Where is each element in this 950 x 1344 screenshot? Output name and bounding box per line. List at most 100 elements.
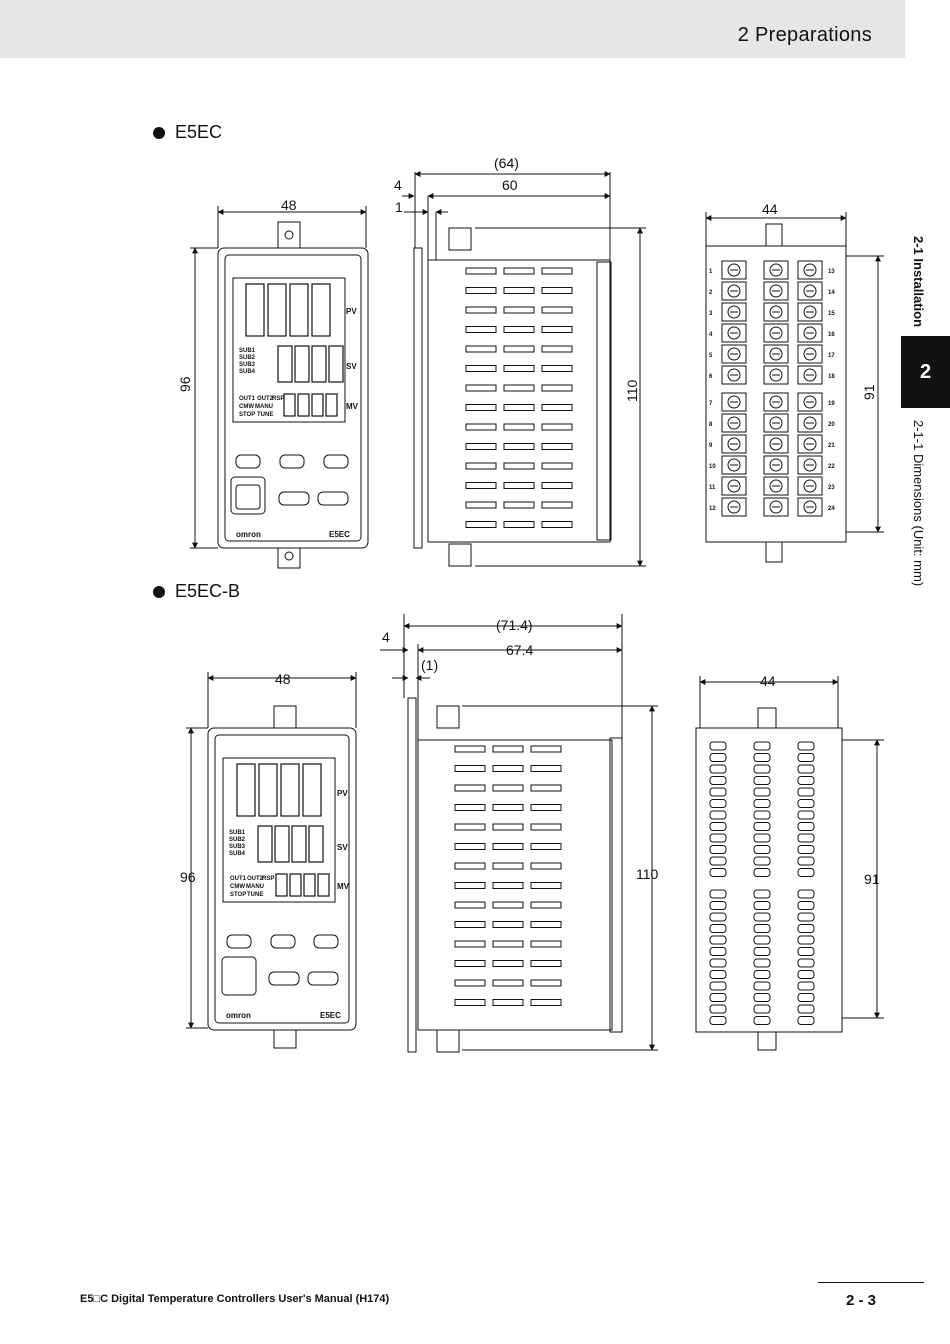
push-in-terminal xyxy=(753,947,771,956)
push-in-terminal xyxy=(797,935,815,945)
push-in-terminal xyxy=(797,993,815,1002)
push-in-terminal xyxy=(709,845,727,854)
terminal-screw-icon xyxy=(727,479,741,493)
terminal-screw-housing xyxy=(797,302,823,322)
vent-slot xyxy=(530,901,562,909)
terminal-screw-icon xyxy=(803,458,817,472)
vent-slot xyxy=(492,999,524,1006)
e5ec-sv-label: SV xyxy=(346,362,357,371)
terminal-screw-icon xyxy=(727,326,741,340)
push-in-terminal xyxy=(753,822,771,831)
terminal-screw-housing xyxy=(797,323,823,343)
vent-slot xyxy=(492,960,524,967)
vent-slot xyxy=(530,960,562,967)
vent-slot xyxy=(530,940,562,948)
e5ec-b-rear-width-dim: 44 xyxy=(760,673,776,689)
e5ec-tune-label: TUNE xyxy=(257,412,273,418)
push-in-terminal xyxy=(753,787,771,797)
terminal-number: 23 xyxy=(828,485,835,491)
e5ec-b-width-dim: 48 xyxy=(275,671,291,687)
e5ec-b-height-dim: 96 xyxy=(180,869,196,885)
e5ec-rear-view xyxy=(705,212,884,563)
terminal-number: 16 xyxy=(828,332,835,338)
e5ec-out2-label: OUT2 xyxy=(257,396,274,402)
e5ec-b-overall-depth-dim: (71.4) xyxy=(496,617,533,633)
vent-slot xyxy=(530,882,562,889)
terminal-screw-housing xyxy=(797,497,823,517)
vent-slot xyxy=(541,326,573,333)
e5ec-b-sub1-label: SUB1 xyxy=(229,830,246,836)
push-in-terminal xyxy=(797,981,815,991)
terminal-number: 24 xyxy=(828,506,835,512)
terminal-screw-housing xyxy=(721,413,747,433)
e5ec-width-dim: 48 xyxy=(281,197,297,213)
push-in-terminal xyxy=(709,958,727,968)
push-in-terminal xyxy=(709,970,727,979)
vent-slot xyxy=(530,745,562,753)
e5ec-b-terminal-block xyxy=(709,741,815,1025)
e5ec-b-out1-label: OUT1 xyxy=(230,876,247,882)
vent-slot xyxy=(465,482,497,489)
terminal-number: 6 xyxy=(709,374,713,380)
e5ec-depth-dim: 60 xyxy=(502,177,518,193)
e5ec-b-sub4-label: SUB4 xyxy=(229,851,246,857)
vent-slot xyxy=(465,404,497,411)
terminal-screw-housing xyxy=(763,344,789,364)
e5ec-panel-dim: 4 xyxy=(394,177,402,193)
push-in-terminal xyxy=(753,958,771,968)
push-in-terminal xyxy=(709,1016,727,1025)
vent-slot xyxy=(541,384,573,392)
push-in-terminal xyxy=(753,833,771,843)
e5ec-side-height-dim: 110 xyxy=(624,379,640,402)
e5ec-out1-label: OUT1 xyxy=(239,396,256,402)
push-in-terminal xyxy=(797,833,815,843)
terminal-number: 18 xyxy=(828,374,835,380)
chapter-tab: 2 xyxy=(901,336,950,408)
e5ec-b-rsp-label: RSP xyxy=(262,876,274,882)
vent-slot xyxy=(530,804,562,811)
terminal-screw-icon xyxy=(769,326,783,340)
terminal-screw-icon xyxy=(803,395,817,409)
push-in-terminal xyxy=(753,753,771,762)
vent-slot xyxy=(503,443,535,450)
e5ec-manu-label: MANU xyxy=(255,404,273,410)
vent-slot xyxy=(465,423,497,431)
e5ec-brand-label: omron xyxy=(236,530,261,539)
terminal-screw-housing xyxy=(763,260,789,280)
vent-slot xyxy=(492,979,524,987)
vent-slot xyxy=(454,843,486,850)
terminal-screw-housing xyxy=(721,323,747,343)
vent-slot xyxy=(541,365,573,372)
terminal-screw-housing xyxy=(797,344,823,364)
push-in-terminal xyxy=(797,810,815,820)
vent-slot xyxy=(503,345,535,353)
terminal-screw-housing xyxy=(797,392,823,412)
push-in-terminal xyxy=(797,845,815,854)
terminal-screw-housing xyxy=(721,434,747,454)
vent-slot xyxy=(541,462,573,470)
terminal-number: 22 xyxy=(828,464,835,470)
vent-slot xyxy=(465,501,497,509)
terminal-screw-housing xyxy=(721,455,747,475)
vent-slot xyxy=(530,921,562,928)
vent-slot xyxy=(454,901,486,909)
push-in-terminal xyxy=(709,901,727,910)
e5ec-b-front-view xyxy=(186,672,357,1049)
terminal-number: 2 xyxy=(709,290,713,296)
push-in-terminal xyxy=(797,970,815,979)
push-in-terminal xyxy=(709,889,727,899)
vent-slot xyxy=(492,823,524,831)
vent-slot xyxy=(465,365,497,372)
footer-page-number: 2 - 3 xyxy=(845,1292,876,1309)
e5ec-b-sub2-label: SUB2 xyxy=(229,837,246,843)
e5ec-stop-label: STOP xyxy=(239,412,255,418)
push-in-terminal xyxy=(709,822,727,831)
terminal-screw-icon xyxy=(727,305,741,319)
terminal-screw-icon xyxy=(769,368,783,382)
e5ec-b-side-vents xyxy=(454,745,562,1006)
push-in-terminal xyxy=(797,741,815,751)
vent-slot xyxy=(541,267,573,275)
e5ec-terminal-block xyxy=(721,260,823,517)
vent-slot xyxy=(454,882,486,889)
e5ec-sub2-label: SUB2 xyxy=(239,355,256,361)
